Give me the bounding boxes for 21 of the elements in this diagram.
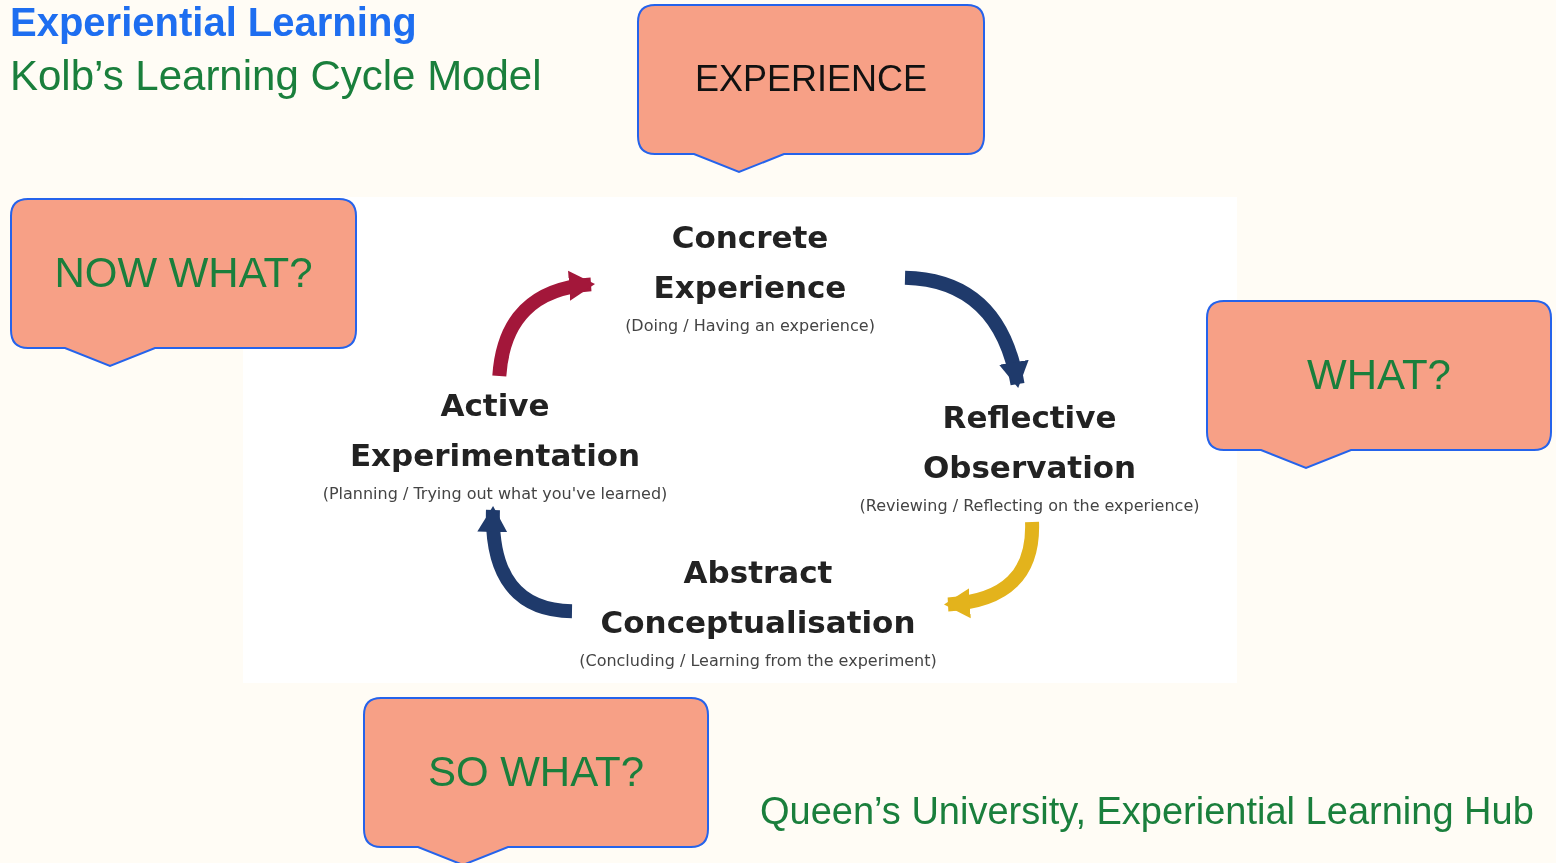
cycle-arrow [492,271,595,377]
cycle-arrow [904,270,1028,388]
speech-bubble [637,4,985,174]
stage-heading: Reflective Observation [921,398,1138,487]
stage-description: (Planning / Trying out what you've learned) [322,484,668,503]
stage-heading: Active Experimentation [348,386,642,475]
speech-bubble [10,198,357,368]
stage-description: (Doing / Having an experience) [625,316,875,335]
speech-bubble [363,697,709,863]
stage-heading: Concrete Experience [652,218,848,307]
bubble-text: EXPERIENCE [693,57,929,101]
bubble-text: NOW WHAT? [53,248,314,298]
stage-description: (Concluding / Learning from the experiment) [579,651,937,670]
speech-bubble [1206,300,1552,470]
bubble-text: WHAT? [1306,350,1452,400]
stage-description: (Reviewing / Reflecting on the experience) [859,496,1200,515]
stage-heading: Abstract Conceptualisation [599,553,917,642]
bubble-text: SO WHAT? [426,747,646,797]
source-credit: Queen’s University, Experiential Learning Hub [760,790,1534,833]
subtitle: Kolb’s Learning Cycle Model [10,52,542,100]
title: Experiential Learning [10,0,417,45]
